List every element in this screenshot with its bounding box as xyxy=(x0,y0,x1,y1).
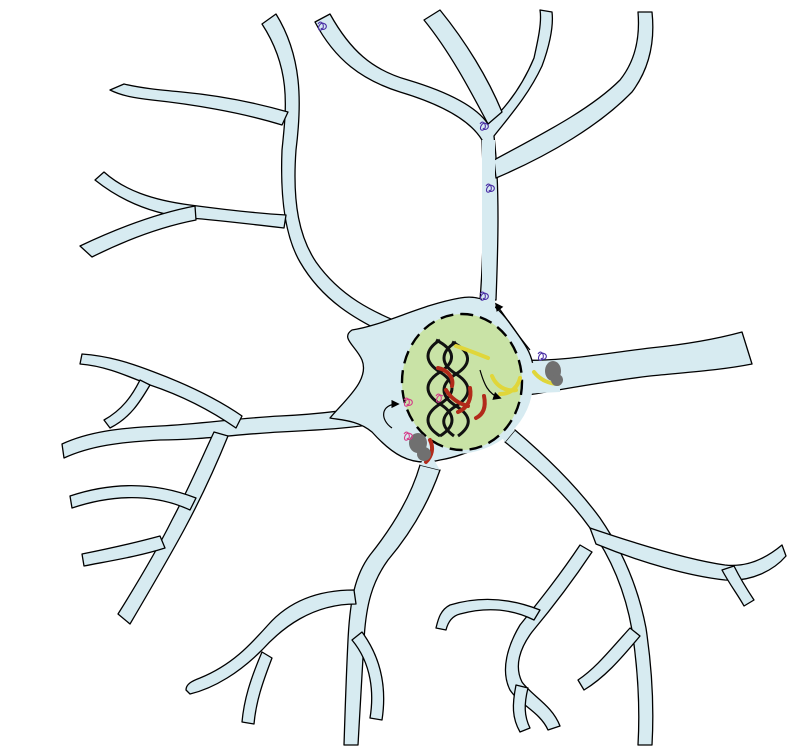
protein-icon xyxy=(403,393,444,441)
dendrite-right xyxy=(514,331,753,397)
dendrite-bottom-right-branch3 xyxy=(504,544,593,731)
transport-arrow-upper xyxy=(494,302,531,351)
dendrite-bottom-right-branch5 xyxy=(577,627,641,691)
dendrite-bottom-left-branch2 xyxy=(241,651,273,725)
dendrite-bottom-right-branch6 xyxy=(512,684,531,733)
nuclear-envelope xyxy=(400,312,524,452)
dendrite-left-down3 xyxy=(81,535,166,567)
ribosome-icon xyxy=(409,361,563,461)
dendrite-branch-a xyxy=(109,83,289,126)
dendrite-left-down2 xyxy=(69,485,197,511)
dendrites xyxy=(61,9,787,746)
transport-arrow-left xyxy=(383,399,400,429)
dendrite-bottom-right-branch2 xyxy=(721,565,755,607)
dendrite-top-branch xyxy=(423,9,503,125)
dendrite-upper-left xyxy=(261,13,409,339)
dendrite-bottom-left-branch3 xyxy=(351,631,385,721)
dendrite-bottom-right-branch xyxy=(589,527,787,581)
dendrite-left-up xyxy=(79,353,243,429)
dendrite-branch-c xyxy=(79,205,197,258)
dendrite-left-down xyxy=(117,431,229,625)
dendrite-bottom-right-branch4 xyxy=(435,598,541,631)
arrow-icon xyxy=(479,369,502,400)
dendrite-bottom-left xyxy=(343,464,441,746)
dendrite-branch-b xyxy=(94,171,287,229)
transported-protein-icons xyxy=(317,21,547,361)
dendrite-bottom-left-branch xyxy=(185,589,357,695)
dendrite-top-right xyxy=(493,11,654,179)
dendrite-left xyxy=(61,399,399,459)
pre-mrna-strands xyxy=(424,366,487,464)
dendrite-left-up2 xyxy=(103,379,151,429)
